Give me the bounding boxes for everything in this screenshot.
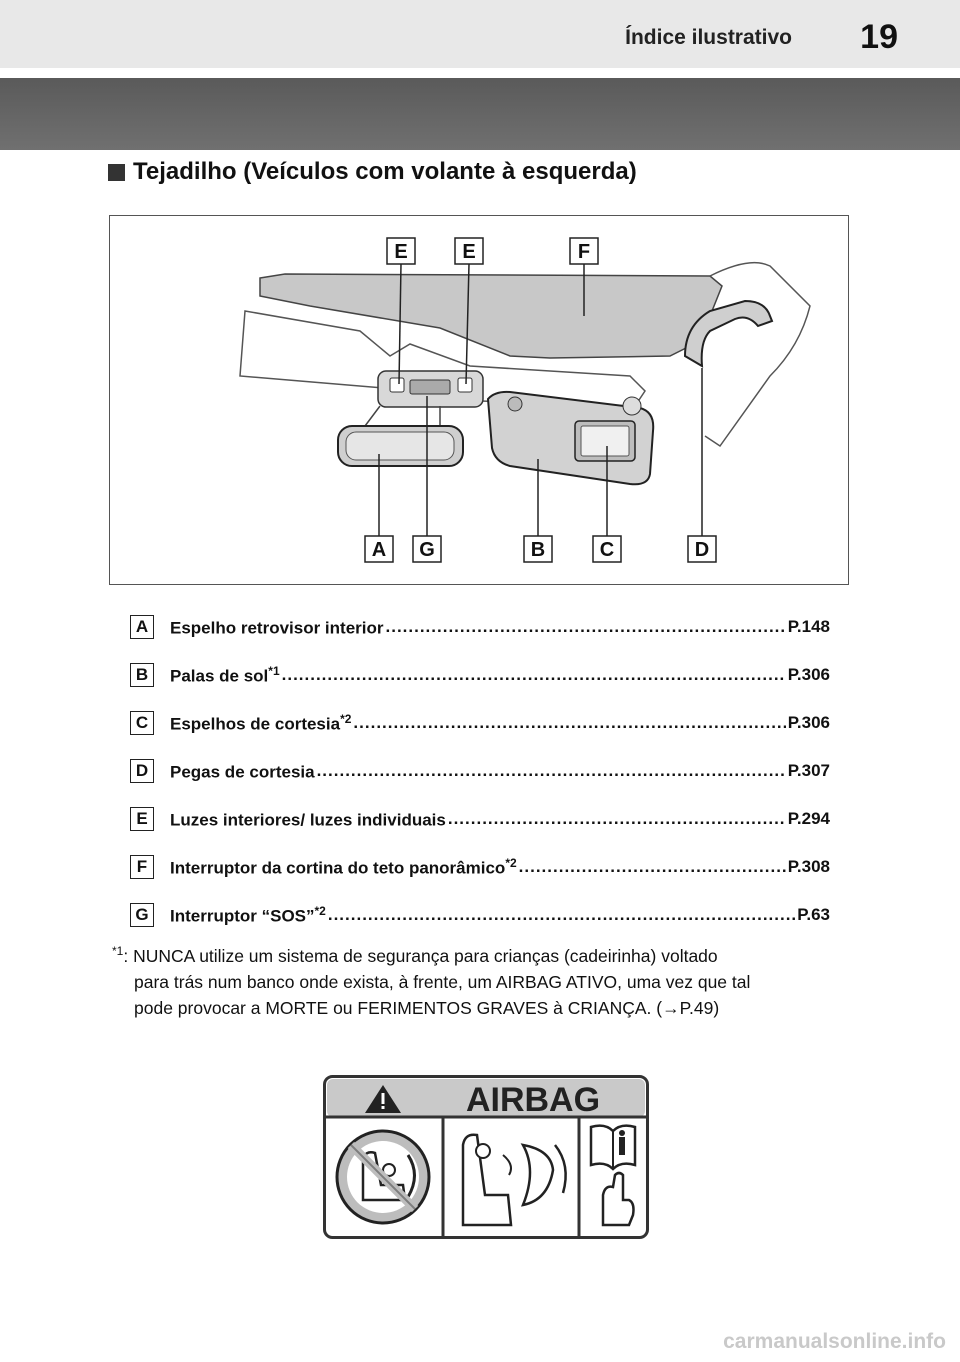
section-title-text: Tejadilho (Veículos com volante à esquer… <box>133 158 637 185</box>
footnote-line-3: pode provocar a MORTE ou FERIMENTOS GRAV… <box>134 997 720 1018</box>
item-page-ref[interactable]: P.308 <box>787 857 830 876</box>
item-letter: D <box>130 759 154 783</box>
footnote: *1: NUNCA utilize um sistema de seguranç… <box>112 938 842 1021</box>
list-item: G Interruptor “SOS”*2 ..................… <box>130 891 830 939</box>
leader-dots: ........................................… <box>447 809 786 828</box>
component-list: A Espelho retrovisor interior ..........… <box>130 603 830 939</box>
callout-g: G <box>412 535 442 563</box>
leader-line-e2 <box>465 263 470 385</box>
sunroof-panel <box>259 273 723 359</box>
header-title: Índice ilustrativo <box>625 26 792 49</box>
leader-dots: ........................................… <box>385 617 786 636</box>
map-light-left <box>389 377 405 393</box>
section-bullet-icon <box>108 163 125 181</box>
page-header: Índice ilustrativo 19 <box>0 0 960 68</box>
leader-dots: ........................................… <box>353 713 785 732</box>
item-letter: A <box>130 615 154 639</box>
sos-switch-block <box>409 379 451 395</box>
airbag-word: AIRBAG <box>466 1081 600 1119</box>
airbag-deploy-icon <box>461 1133 567 1227</box>
item-page-ref[interactable]: P.294 <box>787 809 830 828</box>
list-item: C Espelhos de cortesia*2 ...............… <box>130 699 830 747</box>
item-label: Interruptor da cortina do teto panorâmic… <box>170 855 517 878</box>
visor-clip <box>507 396 523 412</box>
callout-b-text: B <box>531 539 545 561</box>
list-item: B Palas de sol*1 .......................… <box>130 651 830 699</box>
list-item: E Luzes interiores/ luzes individuais ..… <box>130 795 830 843</box>
roof-illustration: E E F A G B C D <box>109 215 849 585</box>
item-label: Luzes interiores/ luzes individuais <box>170 810 446 830</box>
footnote-line-2: para trás num banco onde exista, à frent… <box>134 971 751 992</box>
callout-d: D <box>687 535 717 563</box>
item-letter: C <box>130 711 154 735</box>
roof-illustration-svg: E E F A G B C D <box>239 237 811 563</box>
callout-g-text: G <box>419 539 435 561</box>
item-page-ref[interactable]: P.306 <box>787 665 830 684</box>
item-page-ref[interactable]: P.306 <box>787 713 830 732</box>
item-label: Espelhos de cortesia*2 <box>170 711 352 734</box>
list-item: D Pegas de cortesia ....................… <box>130 747 830 795</box>
item-label: Pegas de cortesia <box>170 762 315 782</box>
no-child-seat-icon <box>335 1129 431 1225</box>
callout-f-text: F <box>578 241 590 263</box>
item-letter: G <box>130 903 154 927</box>
list-item: F Interruptor da cortina do teto panorâm… <box>130 843 830 891</box>
item-page-ref[interactable]: P.148 <box>787 617 830 636</box>
footnote-line-1: *1: NUNCA utilize um sistema de seguranç… <box>112 944 718 966</box>
callout-e1: E <box>386 237 416 265</box>
callout-c: C <box>592 535 622 563</box>
item-letter: E <box>130 807 154 831</box>
item-label: Espelho retrovisor interior <box>170 618 384 638</box>
section-title: Tejadilho (Veículos com volante à esquer… <box>108 158 637 186</box>
item-letter: B <box>130 663 154 687</box>
assist-grip <box>683 299 774 368</box>
item-page-ref[interactable]: P.307 <box>787 761 830 780</box>
leader-dots: ........................................… <box>518 857 786 876</box>
item-letter: F <box>130 855 154 879</box>
reading-hand-icon <box>601 1171 635 1227</box>
callout-e1-text: E <box>394 241 407 263</box>
callout-d-text: D <box>695 539 709 561</box>
warning-triangle-icon <box>365 1085 401 1113</box>
leader-line-e1 <box>398 263 402 385</box>
mirror-glass <box>345 431 455 461</box>
manual-book-icon <box>589 1124 637 1171</box>
callout-b: B <box>523 535 553 563</box>
list-item: A Espelho retrovisor interior ..........… <box>130 603 830 651</box>
airbag-warning-label: AIRBAG <box>323 1075 649 1239</box>
callout-c-text: C <box>600 539 614 561</box>
a-pillar <box>704 261 811 448</box>
airbag-warning-svg: AIRBAG <box>323 1075 649 1239</box>
map-light-right <box>457 377 473 393</box>
callout-f: F <box>569 237 599 265</box>
item-label: Palas de sol*1 <box>170 663 280 686</box>
leader-dots: ........................................… <box>327 905 796 924</box>
callout-a: A <box>364 535 394 563</box>
leader-dots: ........................................… <box>281 665 786 684</box>
header-band <box>0 78 960 150</box>
callout-e2: E <box>454 237 484 265</box>
callout-a-text: A <box>372 539 386 561</box>
page-number: 19 <box>860 18 898 56</box>
vanity-mirror-glass <box>580 425 630 457</box>
item-label: Interruptor “SOS”*2 <box>170 903 326 926</box>
visor-hinge <box>622 396 642 416</box>
item-page-ref[interactable]: P.63 <box>797 905 830 924</box>
watermark: carmanualsonline.info <box>723 1330 946 1353</box>
leader-dots: ........................................… <box>316 761 786 780</box>
callout-e2-text: E <box>462 241 475 263</box>
